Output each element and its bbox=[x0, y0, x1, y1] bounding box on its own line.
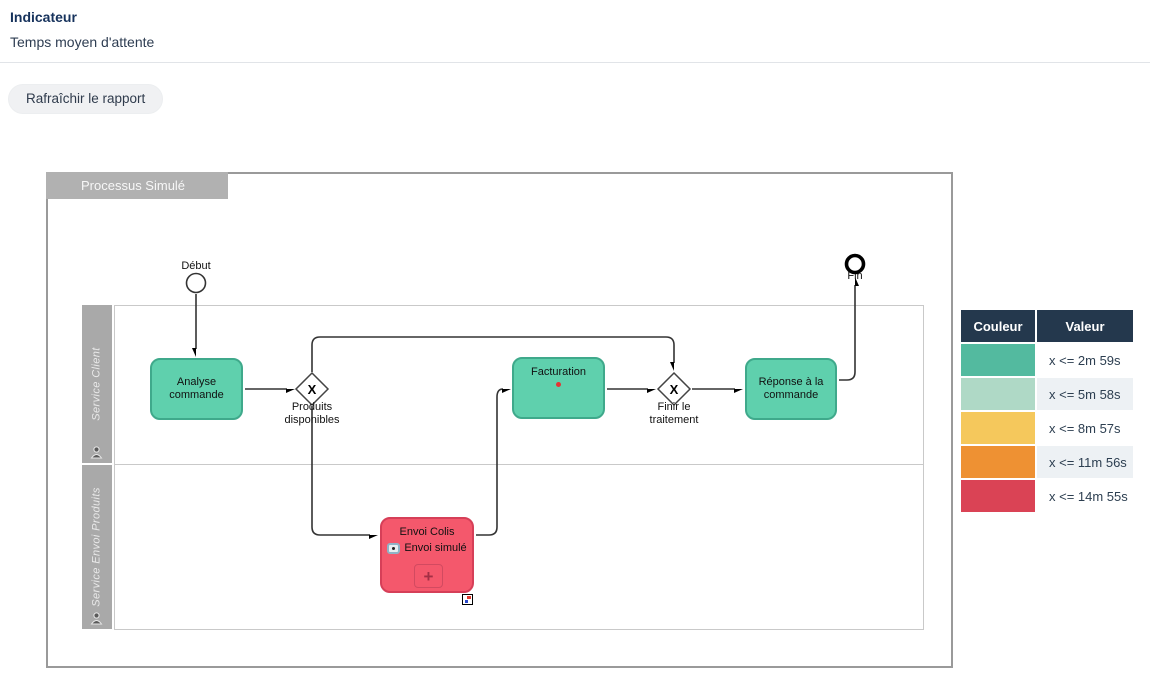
task-label: Facturation bbox=[530, 366, 587, 378]
legend-color-swatch bbox=[961, 344, 1035, 376]
task-label: Réponse à la commande bbox=[758, 376, 824, 401]
task-label: Analyse commande bbox=[169, 376, 224, 401]
flow-envoi-to-facturation bbox=[476, 388, 503, 536]
legend-value-cell: x <= 5m 58s bbox=[1037, 378, 1133, 410]
start-event[interactable] bbox=[185, 272, 207, 294]
gateway-produits-disponibles[interactable] bbox=[294, 371, 330, 407]
legend-value-cell: x <= 2m 59s bbox=[1049, 352, 1121, 368]
indicator-name: Temps moyen d'attente bbox=[10, 34, 155, 50]
call-activity-icon bbox=[387, 543, 401, 554]
start-event-label: Début bbox=[181, 260, 211, 272]
subprocess-expand-marker[interactable]: + bbox=[414, 564, 443, 588]
task-analyse-commande[interactable]: Analyse commande bbox=[150, 358, 243, 420]
lane-strip-service-client: Service Client bbox=[82, 305, 112, 463]
legend-color-swatch bbox=[961, 412, 1035, 444]
sequence-flows-layer bbox=[185, 253, 866, 670]
lane-divider bbox=[115, 464, 923, 465]
legend-header-valeur: Valeur bbox=[1037, 310, 1133, 342]
person-icon bbox=[90, 446, 103, 459]
person-icon bbox=[90, 612, 103, 625]
legend-color-swatch bbox=[961, 378, 1035, 410]
legend-table: Couleur Valeur x <= 2m 59s x <= 5m 58s x <… bbox=[961, 310, 1133, 512]
breakpoint-dot-icon bbox=[556, 382, 561, 387]
gateway-label: Finir le traitement bbox=[649, 401, 699, 426]
refresh-report-button[interactable]: Rafraîchir le rapport bbox=[8, 84, 164, 114]
task-sublabel: Envoi simulé bbox=[404, 542, 467, 554]
task-reponse-a-la-commande[interactable]: Réponse à la commande bbox=[745, 358, 837, 420]
flow-reponse-to-end bbox=[839, 285, 855, 381]
bpmn-diagram-canvas: Processus Simulé Service Client Service … bbox=[46, 172, 953, 668]
page-header: Indicateur Temps moyen d'attente bbox=[0, 0, 1150, 63]
subprocess-corner-badge-icon bbox=[462, 594, 473, 605]
flow-gateway1-to-envoi bbox=[311, 406, 370, 535]
task-facturation[interactable]: Facturation bbox=[512, 357, 605, 419]
legend-color-swatch bbox=[961, 446, 1035, 478]
gateway-x-icon: X bbox=[307, 382, 317, 397]
task-label: Envoi Colis bbox=[399, 526, 455, 538]
legend-value-cell: x <= 11m 56s bbox=[1037, 446, 1133, 478]
flow-gateway1-to-gateway2-top bbox=[311, 336, 675, 372]
page-title: Indicateur bbox=[10, 9, 77, 25]
gateway-label: Produits disponibles bbox=[284, 401, 340, 426]
pool-title-tab: Processus Simulé bbox=[46, 172, 228, 199]
end-event[interactable] bbox=[844, 253, 866, 275]
lane-strip-service-envoi-produits: Service Envoi Produits bbox=[82, 465, 112, 629]
gateway-x-icon: X bbox=[669, 382, 679, 397]
legend-color-swatch bbox=[961, 480, 1035, 512]
subprocess-envoi-colis[interactable]: Envoi Colis Envoi simulé + bbox=[380, 517, 474, 593]
legend-value-cell: x <= 8m 57s bbox=[1049, 420, 1121, 436]
legend-header-couleur: Couleur bbox=[961, 310, 1035, 342]
legend-value-cell: x <= 14m 55s bbox=[1049, 488, 1128, 504]
gateway-finir-le-traitement[interactable] bbox=[656, 371, 692, 407]
